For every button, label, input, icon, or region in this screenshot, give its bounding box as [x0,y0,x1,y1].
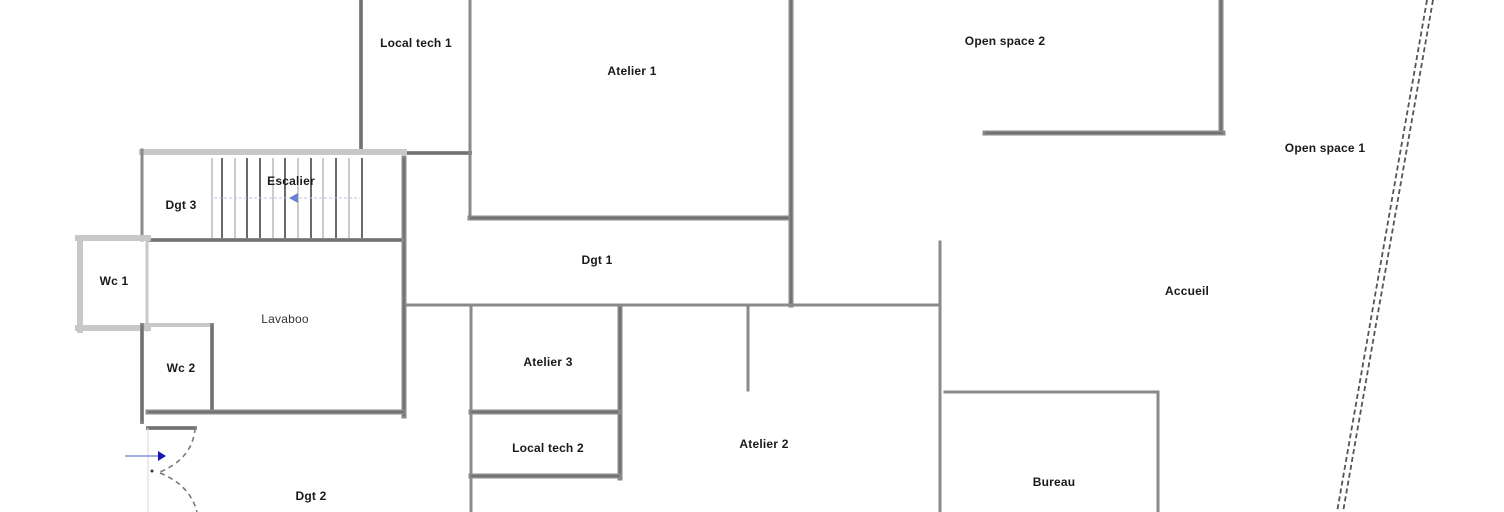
room-label-bureau: Bureau [1032,475,1076,489]
room-label-wc-1: Wc 1 [99,274,129,288]
room-label-atelier-3: Atelier 3 [523,355,573,369]
room-label-dgt-3: Dgt 3 [165,198,197,212]
entrance-door [125,427,198,512]
door-swing-arc-lower [159,472,198,512]
staircase [211,158,363,238]
door-swing-arc-upper [159,427,196,473]
facade-dashed-line [1336,0,1428,512]
room-label-escalier: Escalier [267,174,315,188]
stair-direction-arrow-icon [289,193,298,203]
glazed-facade [1336,0,1434,512]
room-label-accueil: Accueil [1164,284,1210,298]
room-label-atelier-2: Atelier 2 [739,437,789,451]
room-label-open-space-1: Open space 1 [1284,141,1366,155]
room-label-wc-2: Wc 2 [166,361,196,375]
room-label-open-space-2: Open space 2 [964,34,1046,48]
room-label-dgt-1: Dgt 1 [581,253,613,267]
door-hinge-dot [150,469,154,473]
room-label-local-tech-2: Local tech 2 [512,441,584,455]
facade-dashed-line [1342,0,1434,512]
room-label-atelier-1: Atelier 1 [607,64,657,78]
entrance-arrow-icon [158,451,166,461]
walls-layer [75,0,1226,512]
room-label-lavaboo: Lavaboo [261,312,309,326]
room-label-local-tech-1: Local tech 1 [380,36,452,50]
room-label-dgt-2: Dgt 2 [295,489,327,503]
